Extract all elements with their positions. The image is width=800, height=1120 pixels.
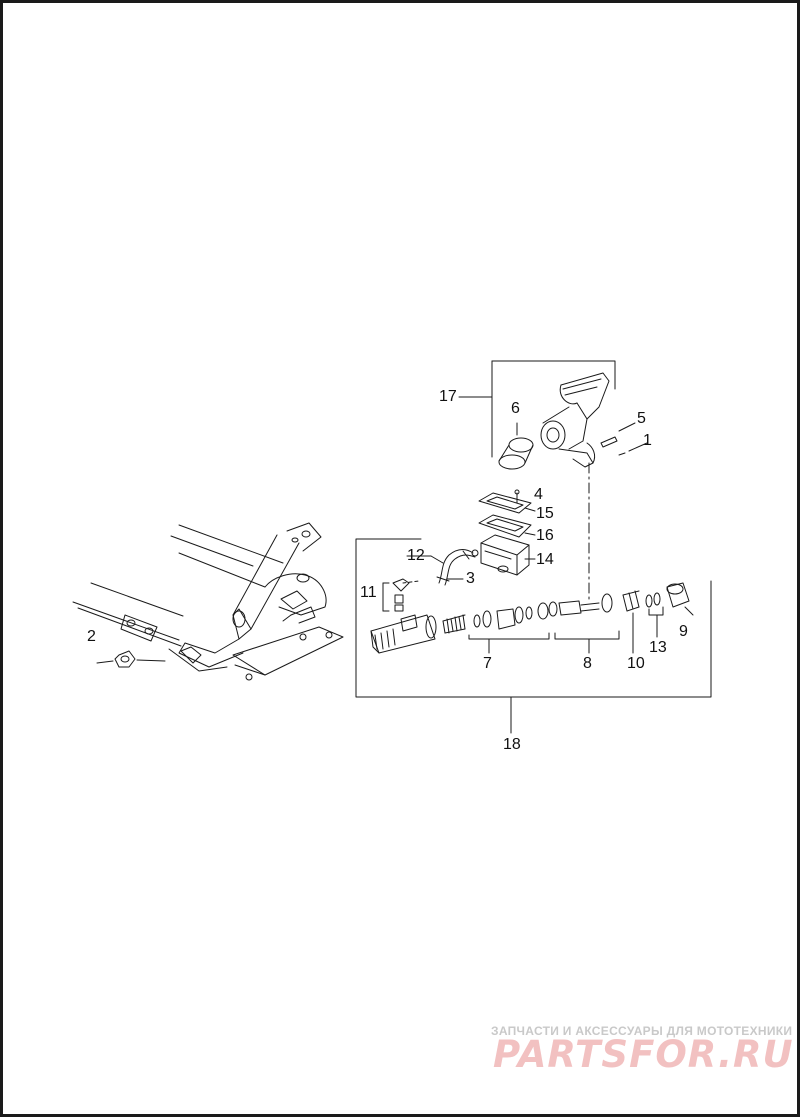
callout-16: 16	[536, 527, 554, 544]
part-3-clamp	[446, 549, 479, 580]
bracket-18	[355, 538, 712, 734]
callout-7: 7	[483, 655, 492, 672]
part-7-spring-seals	[442, 606, 550, 654]
part-5-pin	[600, 422, 636, 448]
watermark-brand: PARTSFOR.RU	[493, 1033, 794, 1076]
part-15-cover	[478, 492, 536, 514]
callout-11: 11	[360, 584, 377, 601]
callout-4: 4	[534, 486, 543, 503]
part-16-gasket	[478, 514, 536, 538]
parts-drawing	[72, 360, 712, 734]
part-14-reservoir	[480, 534, 536, 576]
part-12-hose	[406, 549, 476, 586]
part-10-spring	[601, 590, 640, 654]
callout-1: 1	[643, 432, 652, 449]
bracket-17	[458, 360, 616, 458]
part-6-sleeve	[498, 422, 534, 470]
callout-9: 9	[679, 623, 688, 640]
callout-3: 3	[466, 570, 475, 587]
part-11-fitting	[382, 578, 420, 612]
part-9-boot	[666, 582, 694, 616]
callout-5: 5	[637, 410, 646, 427]
callout-17: 17	[439, 388, 457, 405]
part-1-clip	[618, 442, 648, 456]
frame-illustration	[72, 522, 344, 681]
part-cylinder-body	[370, 614, 437, 654]
callout-8: 8	[583, 655, 592, 672]
callout-6: 6	[511, 400, 520, 417]
part-13-washers	[645, 592, 664, 638]
part-4-screw	[514, 489, 520, 504]
watermark-tagline: ЗАПЧАСТИ И АКСЕССУАРЫ ДЛЯ МОТОТЕХНИКИ	[491, 1024, 793, 1038]
callout-14: 14	[536, 551, 554, 568]
callout-12: 12	[407, 547, 425, 564]
callout-2: 2	[87, 628, 96, 645]
part-8-pushrod	[537, 600, 620, 654]
callout-13: 13	[649, 639, 667, 656]
part-pedal	[540, 372, 610, 604]
callout-10: 10	[627, 655, 645, 672]
callout-18: 18	[503, 736, 521, 753]
callout-15: 15	[536, 505, 554, 522]
